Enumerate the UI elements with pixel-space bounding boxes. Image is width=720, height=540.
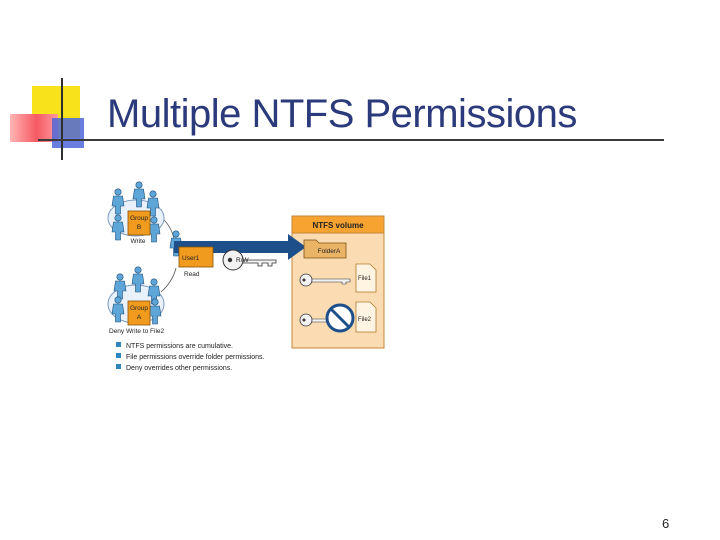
title-accent-red-bar — [10, 114, 58, 142]
bullet-marker — [116, 342, 121, 347]
file2-icon — [355, 301, 377, 333]
file2-key-icon — [299, 313, 329, 327]
file1-icon — [355, 263, 377, 293]
group-b-label-line2: B — [137, 224, 141, 231]
ntfs-volume-label: NTFS volume — [312, 221, 364, 230]
user-box — [178, 246, 214, 268]
group-a-label-line2: A — [137, 314, 142, 321]
page-number: 6 — [662, 516, 670, 531]
rw-key-icon — [222, 249, 277, 271]
group-b-permission-label: Write — [130, 238, 145, 245]
group-a-connector — [160, 267, 177, 293]
file2-label: File2 — [358, 317, 372, 323]
bullet-marker — [116, 353, 121, 358]
ntfs-permissions-diagram: Group B Write Group A Deny Write to File… — [107, 181, 385, 372]
bullet-text-3: Deny overrides other permissions. — [126, 365, 232, 372]
folder-icon — [303, 239, 347, 259]
group-b-label-line1: Group — [130, 215, 148, 222]
deny-icon — [325, 303, 355, 333]
ntfs-volume-header — [291, 215, 385, 234]
key-rw-label: R/W — [236, 257, 250, 264]
bullet-marker — [116, 364, 121, 369]
file1-label: File1 — [358, 276, 372, 282]
bullet-text-1: NTFS permissions are cumulative. — [126, 343, 233, 350]
group-a-label-line1: Group — [130, 305, 148, 312]
group-b-connector — [163, 219, 175, 239]
slide-title: Multiple NTFS Permissions — [107, 92, 577, 136]
title-underline — [38, 139, 664, 141]
title-accent-blue-block — [52, 118, 84, 148]
user-permission-label: Read — [184, 271, 200, 278]
group-a-box — [127, 300, 151, 326]
user-label: User1 — [182, 255, 200, 262]
bullet-text-2: File permissions override folder permiss… — [126, 354, 265, 361]
access-arrow — [174, 234, 306, 260]
title-accent-vertical-line — [61, 78, 63, 160]
file1-key-icon — [299, 273, 351, 287]
group-a-permission-label: Deny Write to File2 — [109, 328, 165, 335]
group-b-box — [127, 210, 151, 236]
folder-label: FolderA — [318, 248, 341, 255]
